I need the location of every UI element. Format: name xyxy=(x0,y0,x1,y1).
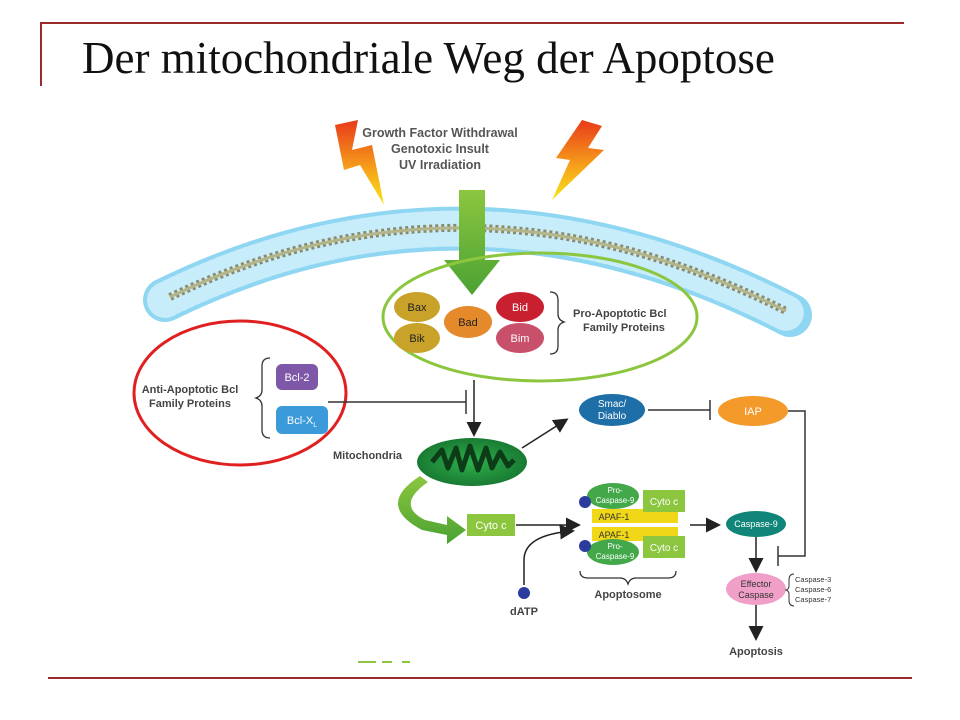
stimulus-down-arrow xyxy=(444,190,500,295)
iap-protein xyxy=(718,396,788,426)
footer-rule xyxy=(48,677,912,679)
bim-label: Bim xyxy=(511,333,530,345)
effector-list-bracket xyxy=(784,573,795,607)
pro-apoptotic-label-1: Pro-Apoptotic Bcl xyxy=(573,308,667,320)
stimulus-genotoxic: Genotoxic Insult xyxy=(391,142,490,156)
effector-caspase-7: Caspase-7 xyxy=(795,595,831,604)
bad-label: Bad xyxy=(458,317,478,329)
apoptosome-complex xyxy=(579,483,685,565)
datp-label: dATP xyxy=(510,606,538,618)
cyto-c-top-label: Cyto c xyxy=(650,497,678,508)
iap-inhibition-line xyxy=(777,410,806,566)
caspase9-label: Caspase-9 xyxy=(734,519,778,529)
cyto-c-release-arrow xyxy=(397,476,466,544)
stimulus-growth-factor: Growth Factor Withdrawal xyxy=(362,126,517,140)
bax-protein xyxy=(394,292,440,322)
bim-protein xyxy=(496,323,544,353)
effector-label-2: Caspase xyxy=(738,590,774,600)
iap-label: IAP xyxy=(744,406,762,418)
apoptosome-label: Apoptosome xyxy=(594,589,661,601)
apoptosome-bracket xyxy=(579,570,677,587)
anti-apoptotic-label-1: Anti-Apoptotic Bcl xyxy=(142,384,239,396)
cyto-c-bottom-label: Cyto c xyxy=(650,543,678,554)
anti-apoptotic-bracket xyxy=(253,357,271,439)
smac-label-2: Diablo xyxy=(598,411,627,422)
apaf1-label-bottom: APAF-1 xyxy=(599,530,630,540)
datp-arrow xyxy=(523,524,575,585)
bad-protein xyxy=(444,306,492,338)
cyto-c-box xyxy=(467,514,515,536)
bid-protein xyxy=(496,292,544,322)
pro-apoptotic-bracket xyxy=(549,291,567,355)
bcl2-protein xyxy=(276,364,318,390)
pro-caspase9-bottom-1: Pro- xyxy=(607,542,622,551)
effector-caspase-3: Caspase-3 xyxy=(795,575,831,584)
bid-label: Bid xyxy=(512,302,528,314)
pro-caspase9-top-2: Caspase-9 xyxy=(596,496,635,505)
bclxl-subscript: L xyxy=(313,422,317,429)
title-rule-left xyxy=(40,22,42,86)
stimulus-uv: UV Irradiation xyxy=(399,158,481,172)
pro-apoptotic-label-2: Family Proteins xyxy=(583,322,665,334)
apaf1-label-top: APAF-1 xyxy=(599,512,630,522)
pro-apoptotic-circle xyxy=(381,251,699,383)
smac-iap-inhibition xyxy=(648,400,711,420)
bclxl-label: Bcl-XL xyxy=(287,415,317,429)
mitochondria-cristae xyxy=(430,443,516,473)
effector-caspase-protein xyxy=(726,573,786,605)
smac-label-1: Smac/ xyxy=(598,399,627,410)
anti-apoptotic-label-2: Family Proteins xyxy=(149,398,231,410)
to-smac-arrow xyxy=(521,418,569,449)
bcl2-label: Bcl-2 xyxy=(284,372,309,384)
smac-diablo-protein xyxy=(579,394,645,426)
effector-caspase-6: Caspase-6 xyxy=(795,585,831,594)
bclxl-protein xyxy=(276,406,328,434)
pro-caspase9-bottom-2: Caspase-9 xyxy=(596,552,635,561)
bclxl-name: Bcl-X xyxy=(287,415,314,427)
datp-molecule xyxy=(518,587,530,599)
slide-title: Der mitochondriale Weg der Apoptose xyxy=(82,33,775,83)
apoptosis-label: Apoptosis xyxy=(729,646,783,658)
mitochondria-label: Mitochondria xyxy=(333,450,403,462)
pro-caspase9-top-1: Pro- xyxy=(607,486,622,495)
anti-apoptotic-circle xyxy=(132,319,348,467)
bik-label: Bik xyxy=(409,333,425,345)
bik-protein xyxy=(394,323,440,353)
lightning-bolt-right-icon xyxy=(552,120,604,200)
caspase9-protein xyxy=(726,511,786,537)
title-rule-top xyxy=(40,22,904,24)
cyto-c-label: Cyto c xyxy=(475,520,507,532)
bax-label: Bax xyxy=(408,302,427,314)
bcl-inhibition-line xyxy=(328,390,467,414)
lightning-bolt-left-icon xyxy=(335,120,384,205)
effector-label-1: Effector xyxy=(741,579,772,589)
